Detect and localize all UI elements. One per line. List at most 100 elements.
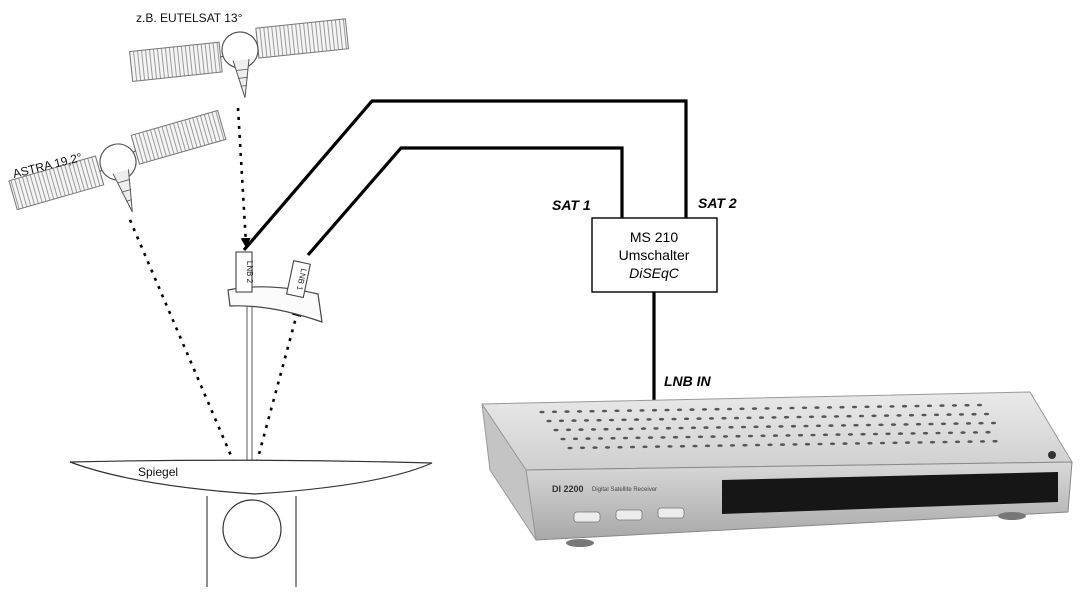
vent-hole <box>583 419 590 422</box>
vent-hole <box>765 425 772 428</box>
receiver-button-1 <box>573 511 601 523</box>
vent-hole <box>642 445 648 449</box>
sat2-input-label: SAT 2 <box>698 195 737 211</box>
vent-hole <box>596 418 602 422</box>
vent-hole <box>951 404 958 407</box>
vent-hole <box>571 419 577 422</box>
vent-hole <box>801 406 808 410</box>
sat1-input-label: SAT 1 <box>552 197 591 213</box>
vent-hole <box>592 446 598 449</box>
vent-hole <box>626 409 633 412</box>
vent-hole <box>565 428 572 432</box>
cable-lnb1-to-sat1 <box>306 146 624 257</box>
vent-hole <box>835 433 841 436</box>
vent-hole <box>572 437 579 441</box>
vent-hole <box>726 407 733 411</box>
switch-type: Umschalter <box>619 247 690 263</box>
vent-hole <box>790 424 797 428</box>
mirror-reflector <box>69 459 433 495</box>
vent-hole <box>953 422 959 425</box>
eutelsat-label: z.B. EUTELSAT 13° <box>136 11 243 25</box>
vent-hole <box>858 414 865 418</box>
vent-hole <box>964 403 970 407</box>
vent-hole <box>558 419 565 423</box>
vent-hole <box>779 443 786 446</box>
vent-hole <box>735 434 741 438</box>
vent-hole <box>767 443 773 447</box>
vent-hole <box>671 417 677 421</box>
vent-hole <box>808 415 815 419</box>
vent-hole <box>903 423 909 426</box>
vent-hole <box>828 424 834 427</box>
vent-hole <box>758 416 765 419</box>
vent-hole <box>578 428 584 431</box>
diseqc-switch-box: MS 210 Umschalter DiSEqC <box>591 217 718 293</box>
mirror-to-lnb1-arrow <box>250 306 302 481</box>
vent-hole <box>954 440 961 444</box>
vent-hole <box>754 443 761 447</box>
vent-hole <box>928 422 934 426</box>
vent-hole <box>678 426 684 430</box>
vent-hole <box>660 436 666 439</box>
vent-hole <box>628 427 634 431</box>
vent-hole <box>551 410 558 414</box>
receiver-foot <box>566 539 594 547</box>
vent-hole <box>585 437 591 440</box>
vent-hole <box>851 405 858 409</box>
vent-hole <box>910 432 916 435</box>
vent-hole <box>764 407 770 410</box>
lnb2-label: LNB 2 <box>245 261 254 284</box>
vent-hole <box>822 433 829 437</box>
vent-hole <box>840 424 847 427</box>
vent-hole <box>897 432 904 435</box>
vent-hole <box>796 415 802 419</box>
vent-hole <box>978 421 984 425</box>
vent-hole <box>815 424 822 428</box>
vent-hole <box>653 427 659 430</box>
vent-hole <box>739 407 745 411</box>
vent-hole <box>971 412 977 416</box>
vent-hole <box>908 413 915 417</box>
vent-hole <box>747 434 754 438</box>
vent-hole <box>740 425 747 429</box>
vent-hole <box>772 434 779 437</box>
vent-hole <box>933 413 940 417</box>
vent-hole <box>935 431 941 435</box>
vent-hole <box>617 445 623 449</box>
vent-hole <box>597 437 604 440</box>
vent-hole <box>647 436 654 439</box>
vent-hole <box>604 446 611 449</box>
vent-hole <box>890 423 897 426</box>
vent-hole <box>785 434 791 437</box>
vent-hole <box>721 416 727 420</box>
vent-hole <box>865 423 872 427</box>
vent-hole <box>651 408 658 412</box>
vent-hole <box>990 421 997 425</box>
vent-hole <box>692 444 698 448</box>
vent-hole <box>992 439 998 443</box>
vent-hole <box>985 430 991 434</box>
vent-hole <box>892 441 898 445</box>
vent-hole <box>854 442 861 445</box>
mirror-label: Spiegel <box>138 465 178 479</box>
vent-hole <box>792 443 798 446</box>
vent-hole <box>760 434 766 438</box>
vent-hole <box>947 431 954 435</box>
receiver-description: Digital Satellite Receiver <box>592 487 657 493</box>
cable-lnb2-to-sat2 <box>242 99 688 252</box>
vent-hole <box>601 409 608 413</box>
vent-hole <box>733 416 740 420</box>
vent-hole <box>847 433 854 436</box>
receiver-button-2 <box>615 509 643 521</box>
vent-hole <box>640 427 647 430</box>
vent-hole <box>814 406 820 409</box>
vent-hole <box>926 404 933 408</box>
vent-hole <box>778 425 784 428</box>
vent-hole <box>979 440 986 443</box>
vent-hole <box>590 428 597 431</box>
cables <box>242 99 688 404</box>
vent-hole <box>829 442 836 446</box>
vent-hole <box>603 427 609 431</box>
vent-hole <box>646 418 652 421</box>
vent-hole <box>635 436 641 440</box>
